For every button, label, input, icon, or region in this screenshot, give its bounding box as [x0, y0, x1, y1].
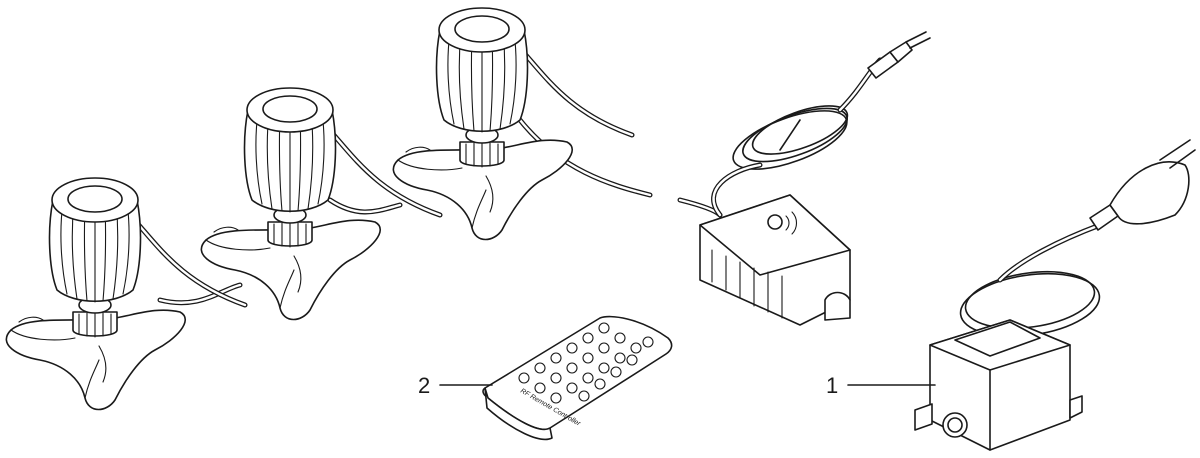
transformer: [914, 139, 1196, 451]
spotlight-right: [393, 8, 632, 240]
callout-1: 1: [826, 373, 936, 398]
callout-2-number: 2: [418, 373, 430, 398]
receiver-box: [699, 31, 931, 326]
callout-1-number: 1: [826, 373, 838, 398]
connection-cables: [157, 117, 723, 306]
remote-buttons: [518, 322, 654, 404]
remote-control: RF Remote Controller: [482, 315, 673, 441]
spotlight-left: [6, 178, 245, 410]
callout-2: 2: [418, 373, 493, 398]
